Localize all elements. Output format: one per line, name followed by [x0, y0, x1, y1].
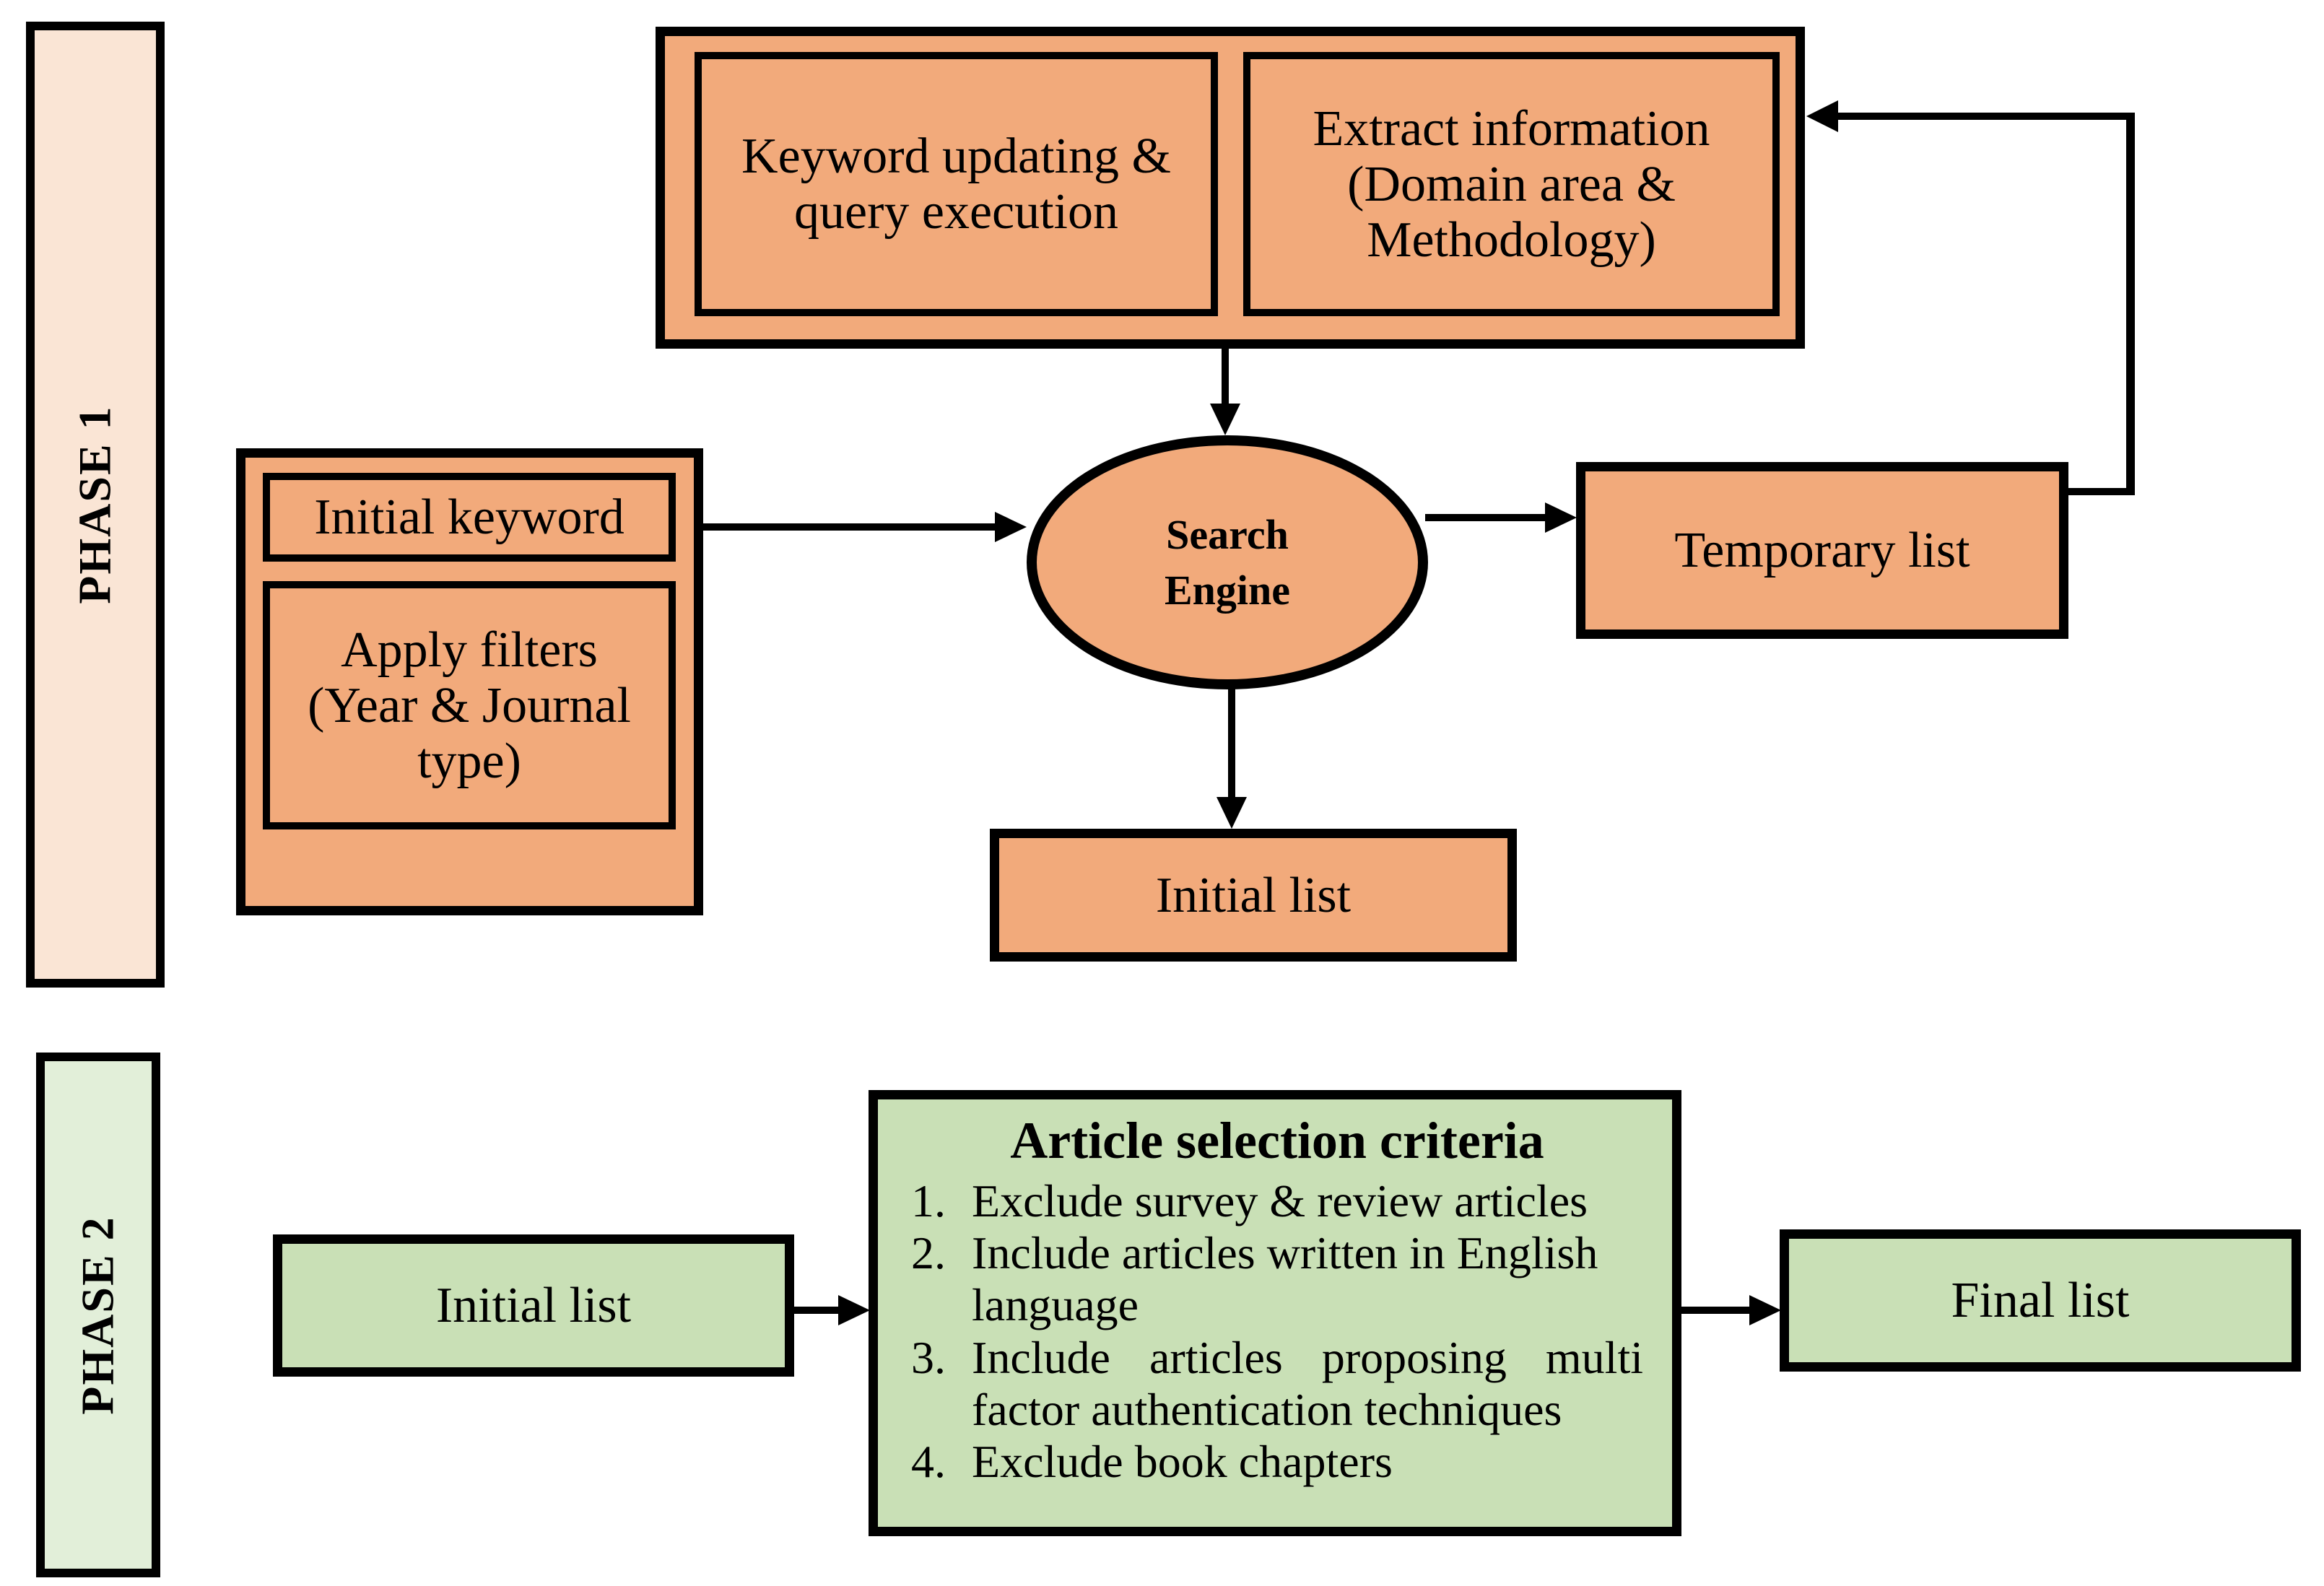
- extract-information-line1: Extract information: [1313, 100, 1710, 157]
- arrow-criteria-to-final-head: [1749, 1295, 1781, 1325]
- feedback-line-vertical-segment: [2126, 113, 2135, 495]
- search-engine-line2: Engine: [1164, 567, 1291, 614]
- initial-list-phase2-label: Initial list: [435, 1278, 632, 1333]
- criteria-item: 2. Include articles written in English l…: [911, 1227, 1643, 1332]
- temporary-list-label: Temporary list: [1674, 523, 1970, 578]
- keyword-updating-line2: query execution: [794, 184, 1118, 240]
- final-list-box: Final list: [1780, 1229, 2301, 1372]
- phase2-bar: PHASE 2: [36, 1053, 160, 1577]
- apply-filters-box: Apply filters (Year & Journal type): [263, 581, 676, 829]
- apply-filters-line2: (Year & Journal: [308, 677, 631, 733]
- feedback-arrow-head: [1806, 100, 1838, 132]
- phase1-bar: PHASE 1: [26, 22, 165, 988]
- feedback-line-top-segment: [1834, 113, 2133, 120]
- article-criteria-box: Article selection criteria 1. Exclude su…: [869, 1090, 1681, 1536]
- criteria-item-number: 2.: [911, 1227, 946, 1279]
- final-list-label: Final list: [1951, 1273, 2130, 1328]
- apply-filters-line1: Apply filters: [341, 622, 598, 678]
- initial-keyword-box: Initial keyword: [263, 473, 676, 562]
- arrow-initial-to-criteria-stem: [792, 1307, 841, 1314]
- extract-information-line2: (Domain area &: [1347, 156, 1676, 212]
- initial-list-box-phase1: Initial list: [990, 829, 1517, 962]
- criteria-item: 1. Exclude survey & review articles: [911, 1175, 1643, 1227]
- arrow-topbox-to-search-stem: [1222, 347, 1229, 408]
- initial-keyword-label: Initial keyword: [314, 489, 624, 545]
- input-stack-box: Initial keyword Apply filters (Year & Jo…: [236, 448, 703, 915]
- criteria-item-text: Exclude survey & review articles: [972, 1175, 1588, 1226]
- criteria-item: 4. Exclude book chapters: [911, 1436, 1643, 1488]
- criteria-item-text: Exclude book chapters: [972, 1436, 1393, 1488]
- arrow-topbox-to-search-head: [1210, 404, 1240, 435]
- arrow-keywords-to-search-stem: [702, 523, 996, 531]
- search-process-box: Keyword updating & query execution Extra…: [656, 27, 1805, 349]
- feedback-line-bottom-segment: [2065, 488, 2133, 495]
- arrow-search-to-temporary-stem: [1425, 514, 1546, 521]
- initial-list-phase1-label: Initial list: [1155, 867, 1352, 923]
- criteria-item-text: Include articles proposing multi factor …: [972, 1331, 1643, 1436]
- search-engine-ellipse: Search Engine: [1027, 435, 1428, 689]
- arrow-keywords-to-search-head: [995, 512, 1027, 542]
- arrow-criteria-to-final-stem: [1679, 1307, 1751, 1314]
- search-engine-line1: Search: [1166, 510, 1289, 558]
- arrow-search-to-initial-stem: [1228, 686, 1235, 800]
- arrow-search-to-initial-head: [1217, 797, 1247, 829]
- keyword-updating-box: Keyword updating & query execution: [695, 52, 1218, 316]
- criteria-item-number: 3.: [911, 1331, 946, 1383]
- criteria-item-number: 1.: [911, 1175, 946, 1226]
- arrow-initial-to-criteria-head: [838, 1295, 870, 1325]
- keyword-updating-line1: Keyword updating &: [741, 128, 1171, 184]
- phase2-label: PHASE 2: [72, 1215, 123, 1415]
- temporary-list-box: Temporary list: [1576, 462, 2068, 639]
- extract-information-box: Extract information (Domain area & Metho…: [1243, 52, 1780, 316]
- apply-filters-line3: type): [417, 733, 521, 789]
- criteria-title: Article selection criteria: [1010, 1112, 1544, 1169]
- arrow-search-to-temporary-head: [1545, 502, 1577, 533]
- criteria-item-text: Include articles written in English lang…: [972, 1227, 1598, 1331]
- extract-information-line3: Methodology): [1367, 212, 1656, 268]
- criteria-item-number: 4.: [911, 1436, 946, 1488]
- criteria-item: 3. Include articles proposing multi fact…: [911, 1332, 1643, 1437]
- initial-list-box-phase2: Initial list: [273, 1234, 794, 1377]
- phase1-label: PHASE 1: [69, 405, 121, 604]
